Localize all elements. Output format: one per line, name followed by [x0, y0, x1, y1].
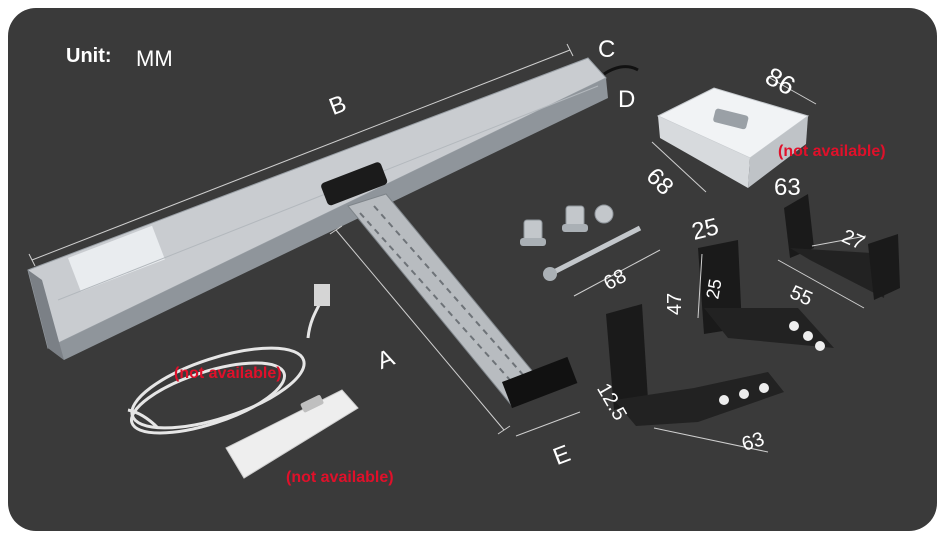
bracket-vertical	[697, 240, 834, 351]
unit-label: Unit:	[66, 45, 112, 67]
unit-value: MM	[136, 46, 173, 71]
bracket-large	[606, 304, 784, 453]
product-illustration	[27, 43, 900, 479]
notice-remote-control: (not available)	[286, 469, 394, 486]
dimension-label-c: C	[598, 36, 616, 63]
bracket-vertical-inner: 25	[702, 277, 726, 301]
dimension-line-a	[329, 225, 511, 435]
actuator-chain	[321, 162, 578, 409]
dimension-label-d: D	[618, 86, 636, 113]
dimension-line-b	[28, 43, 574, 267]
actuator-cable	[603, 65, 639, 76]
bracket-u	[777, 194, 900, 309]
bracket-vertical-top: 25	[689, 213, 722, 246]
bracket-vertical-height: 47	[664, 292, 687, 316]
actuator-body	[27, 57, 608, 360]
bolts-and-pin	[520, 204, 661, 297]
notice-power-cable: (not available)	[174, 365, 282, 382]
product-photo-panel: Unit: MM B C D A E 86 68 (not available)…	[8, 8, 937, 531]
power-cable	[127, 284, 330, 435]
remote-control	[225, 389, 359, 479]
remote-receiver	[651, 77, 817, 193]
bracket-u-top: 63	[774, 174, 801, 201]
notice-remote-receiver: (not available)	[778, 143, 886, 160]
dimension-line-e	[515, 411, 581, 437]
